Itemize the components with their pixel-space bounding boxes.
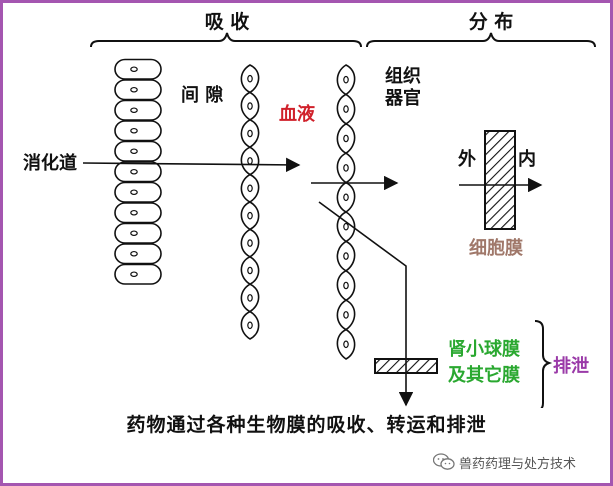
endothelial-cell — [336, 93, 356, 125]
endothelial-cell — [240, 310, 260, 340]
absorption-label: 吸 收 — [205, 10, 250, 33]
endothelial-cell — [336, 240, 356, 272]
endothelial-cell — [240, 118, 260, 149]
epithelial-cell — [114, 263, 162, 285]
watermark: 兽药药理与处方技术 — [433, 451, 576, 473]
cell-nucleus — [343, 281, 349, 290]
endothelial-cell — [336, 299, 356, 331]
cell-nucleus — [130, 250, 138, 257]
endothelial-cell — [336, 152, 356, 184]
cell-nucleus — [247, 184, 253, 193]
epithelial-cell — [114, 161, 162, 183]
epithelial-cell — [114, 58, 162, 80]
endothelial-cell — [336, 269, 356, 302]
endothelial-cell — [240, 228, 260, 258]
cell-nucleus — [247, 211, 253, 220]
figure-caption: 药物通过各种生物膜的吸收、转运和排泄 — [126, 414, 487, 436]
epithelial-cell — [114, 120, 162, 142]
endothelial-cell — [240, 201, 260, 231]
cell-nucleus — [247, 321, 253, 330]
cell-membrane-label: 细胞膜 — [469, 237, 523, 259]
membrane-transport-diagram: 吸 收 分 布 间 隙 血液 组织器官 消化道 外 内 细胞膜 肾小球膜及其它膜… — [23, 10, 596, 408]
epithelial-cell — [114, 181, 162, 203]
excretion-label: 排泄 — [553, 355, 589, 377]
excretion-arrow — [318, 201, 414, 407]
endothelial-cell — [240, 255, 260, 286]
distribution-bracket — [366, 32, 596, 48]
cell-nucleus — [130, 127, 138, 134]
inside-label: 内 — [518, 148, 536, 170]
cell-nucleus — [130, 168, 138, 175]
excretion-bracket — [534, 320, 553, 408]
epithelial-cell — [114, 222, 162, 244]
cell-nucleus — [130, 230, 138, 237]
outside-label: 外 — [458, 148, 476, 170]
glomerular-membrane-block — [374, 358, 438, 374]
cell-nucleus — [343, 75, 349, 84]
cell-nucleus — [247, 266, 253, 275]
absorption-bracket — [90, 32, 362, 48]
diagram-frame: 吸 收 分 布 间 隙 血液 组织器官 消化道 外 内 细胞膜 肾小球膜及其它膜… — [3, 3, 610, 483]
cell-nucleus — [343, 252, 349, 260]
distribution-label: 分 布 — [469, 10, 514, 33]
blood-label: 血液 — [279, 103, 316, 125]
absorption-arrow — [82, 157, 301, 173]
cell-nucleus — [343, 222, 349, 231]
cell-nucleus — [343, 105, 349, 113]
gi-tract-label: 消化道 — [23, 152, 77, 174]
cell-nucleus — [343, 311, 349, 319]
endothelial-cell — [240, 283, 260, 313]
epithelial-cell — [114, 99, 162, 121]
intestinal-epithelium — [114, 58, 162, 285]
cell-nucleus — [130, 148, 138, 155]
cell-nucleus — [247, 74, 253, 83]
interstitial-cell-chain — [240, 64, 260, 340]
capillary-wall-chain — [336, 64, 356, 360]
cell-nucleus — [130, 271, 138, 278]
cell-nucleus — [343, 134, 349, 143]
cell-nucleus — [247, 102, 253, 110]
cell-nucleus — [247, 239, 253, 247]
endothelial-cell — [336, 122, 356, 155]
endothelial-cell — [336, 181, 356, 213]
cell-nucleus — [343, 164, 349, 172]
endothelial-cell — [240, 173, 260, 203]
endothelial-cell — [336, 64, 356, 96]
cell-nucleus — [343, 193, 349, 202]
cell-nucleus — [130, 189, 138, 196]
interstitial-label: 间 隙 — [181, 84, 223, 106]
endothelial-cell — [240, 91, 260, 121]
epithelial-cell — [114, 140, 162, 162]
cell-nucleus — [247, 294, 253, 302]
endothelial-cell — [240, 146, 260, 176]
cell-nucleus — [130, 107, 138, 114]
glomerular-membrane-label: 肾小球膜及其它膜 — [448, 338, 520, 386]
watermark-text: 兽药药理与处方技术 — [459, 456, 577, 472]
tissue-organ-label: 组织器官 — [384, 65, 421, 109]
epithelial-cell — [114, 202, 162, 224]
cell-nucleus — [130, 66, 138, 73]
cell-membrane-block — [484, 130, 516, 230]
cell-nucleus — [247, 129, 253, 138]
epithelial-cell — [114, 79, 162, 101]
wechat-icon — [433, 453, 455, 470]
endothelial-cell — [240, 64, 260, 94]
epithelial-cell — [114, 243, 162, 265]
cell-nucleus — [130, 86, 138, 93]
cell-nucleus — [130, 209, 138, 216]
cell-nucleus — [343, 340, 349, 349]
endothelial-cell — [336, 328, 356, 360]
